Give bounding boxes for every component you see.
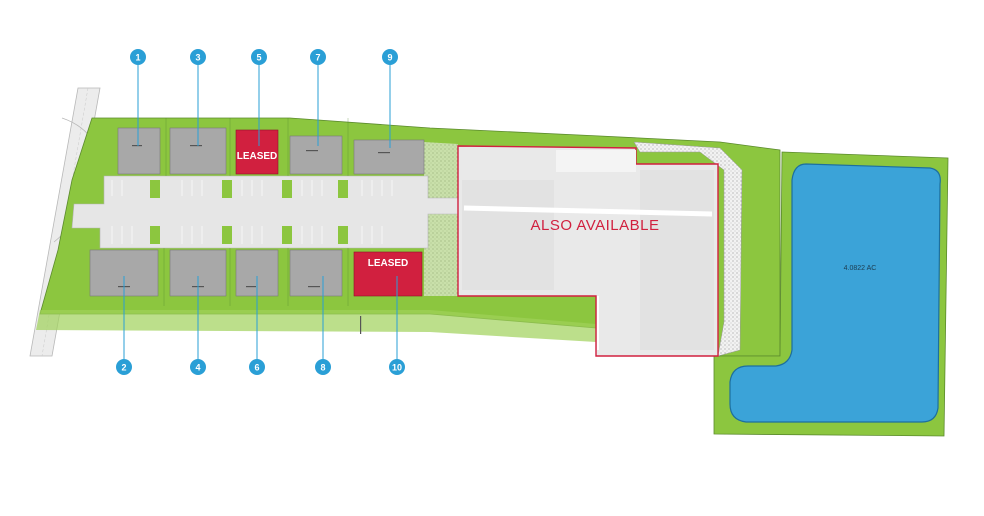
pin-number: 5 [256, 53, 261, 63]
gravel-edge-left [424, 142, 458, 296]
parking-islands [150, 180, 348, 244]
building-unit-7[interactable] [289, 135, 343, 175]
pin-number: 6 [254, 363, 259, 373]
pin-number: 9 [387, 53, 392, 63]
pin-number: 7 [315, 53, 320, 63]
lot-lines [163, 118, 349, 306]
building-unit-9[interactable] [353, 139, 425, 175]
pin-unit-5[interactable]: 5 [251, 49, 267, 146]
pin-unit-6[interactable]: 6 [249, 276, 265, 375]
pin-number: 4 [195, 363, 200, 373]
pin-number: 3 [195, 53, 200, 63]
pin-unit-4[interactable]: 4 [190, 276, 206, 375]
unit-10-leased-label: LEASED [368, 258, 409, 269]
pin-unit-2[interactable]: 2 [116, 276, 132, 375]
building-unit-1[interactable] [117, 127, 161, 175]
building-unit-5[interactable] [235, 129, 279, 175]
unit-5-leased-label: LEASED [237, 151, 278, 162]
building-unit-8[interactable] [289, 249, 343, 297]
pin-unit-1[interactable]: 1 [130, 49, 146, 146]
available-building[interactable]: ALSO AVAILABLE [457, 145, 719, 357]
pin-number: 2 [121, 363, 126, 373]
also-available-label: ALSO AVAILABLE [530, 217, 659, 234]
pin-unit-7[interactable]: 7 [310, 49, 326, 146]
pond [729, 163, 941, 423]
pin-unit-3[interactable]: 3 [190, 49, 206, 146]
parking-stripes [111, 180, 393, 244]
pin-number: 8 [320, 363, 325, 373]
gravel-edge [633, 141, 743, 357]
pin-number: 1 [135, 53, 140, 63]
lawn-strip [36, 310, 596, 342]
pin-number: 10 [392, 363, 402, 373]
pond-area-label: 4.0822 AC [844, 265, 877, 272]
pin-unit-10[interactable]: 10 [389, 276, 405, 375]
building-unit-10[interactable] [353, 251, 423, 297]
pin-unit-9[interactable]: 9 [382, 49, 398, 148]
parking-pavement [71, 175, 459, 249]
building-unit-3[interactable] [169, 127, 227, 175]
pin-unit-8[interactable]: 8 [315, 276, 331, 375]
